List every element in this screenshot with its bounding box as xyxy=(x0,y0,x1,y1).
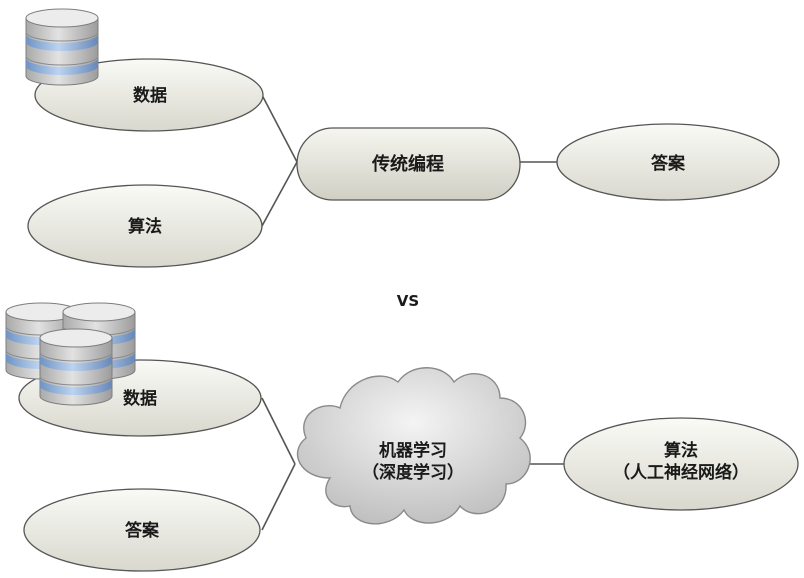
bottom-data-label: 数据 xyxy=(123,388,157,409)
top-algorithm-label: 算法 xyxy=(127,216,162,237)
cloud-shape xyxy=(296,367,531,525)
connector-answer-to-ml xyxy=(261,463,296,531)
bottom-answer-label: 答案 xyxy=(125,520,160,541)
top-answer-node xyxy=(556,123,780,201)
bottom-algorithm-node xyxy=(563,417,799,511)
bottom-algorithm-label: 算法 xyxy=(663,440,698,461)
machine-learning-cloud xyxy=(296,367,531,525)
connector-data-to-programming xyxy=(261,94,298,163)
top-algorithm-node xyxy=(27,184,263,268)
bottom-connectors xyxy=(261,397,564,531)
top-data-label: 数据 xyxy=(133,85,167,106)
bottom-answer-node xyxy=(23,488,261,572)
traditional-programming-label: 传统编程 xyxy=(371,153,444,175)
machine-learning-label: 机器学习 xyxy=(379,440,447,461)
top-connectors xyxy=(261,94,558,227)
deep-learning-label: （深度学习） xyxy=(362,462,464,483)
vs-label: VS xyxy=(397,292,419,310)
database-icon xyxy=(25,8,99,86)
connector-algorithm-to-programming xyxy=(261,161,298,227)
neural-network-label: （人工神经网络） xyxy=(613,462,749,483)
top-answer-label: 答案 xyxy=(651,153,686,174)
connector-data-to-ml xyxy=(261,397,296,465)
traditional-programming-node xyxy=(296,127,521,201)
